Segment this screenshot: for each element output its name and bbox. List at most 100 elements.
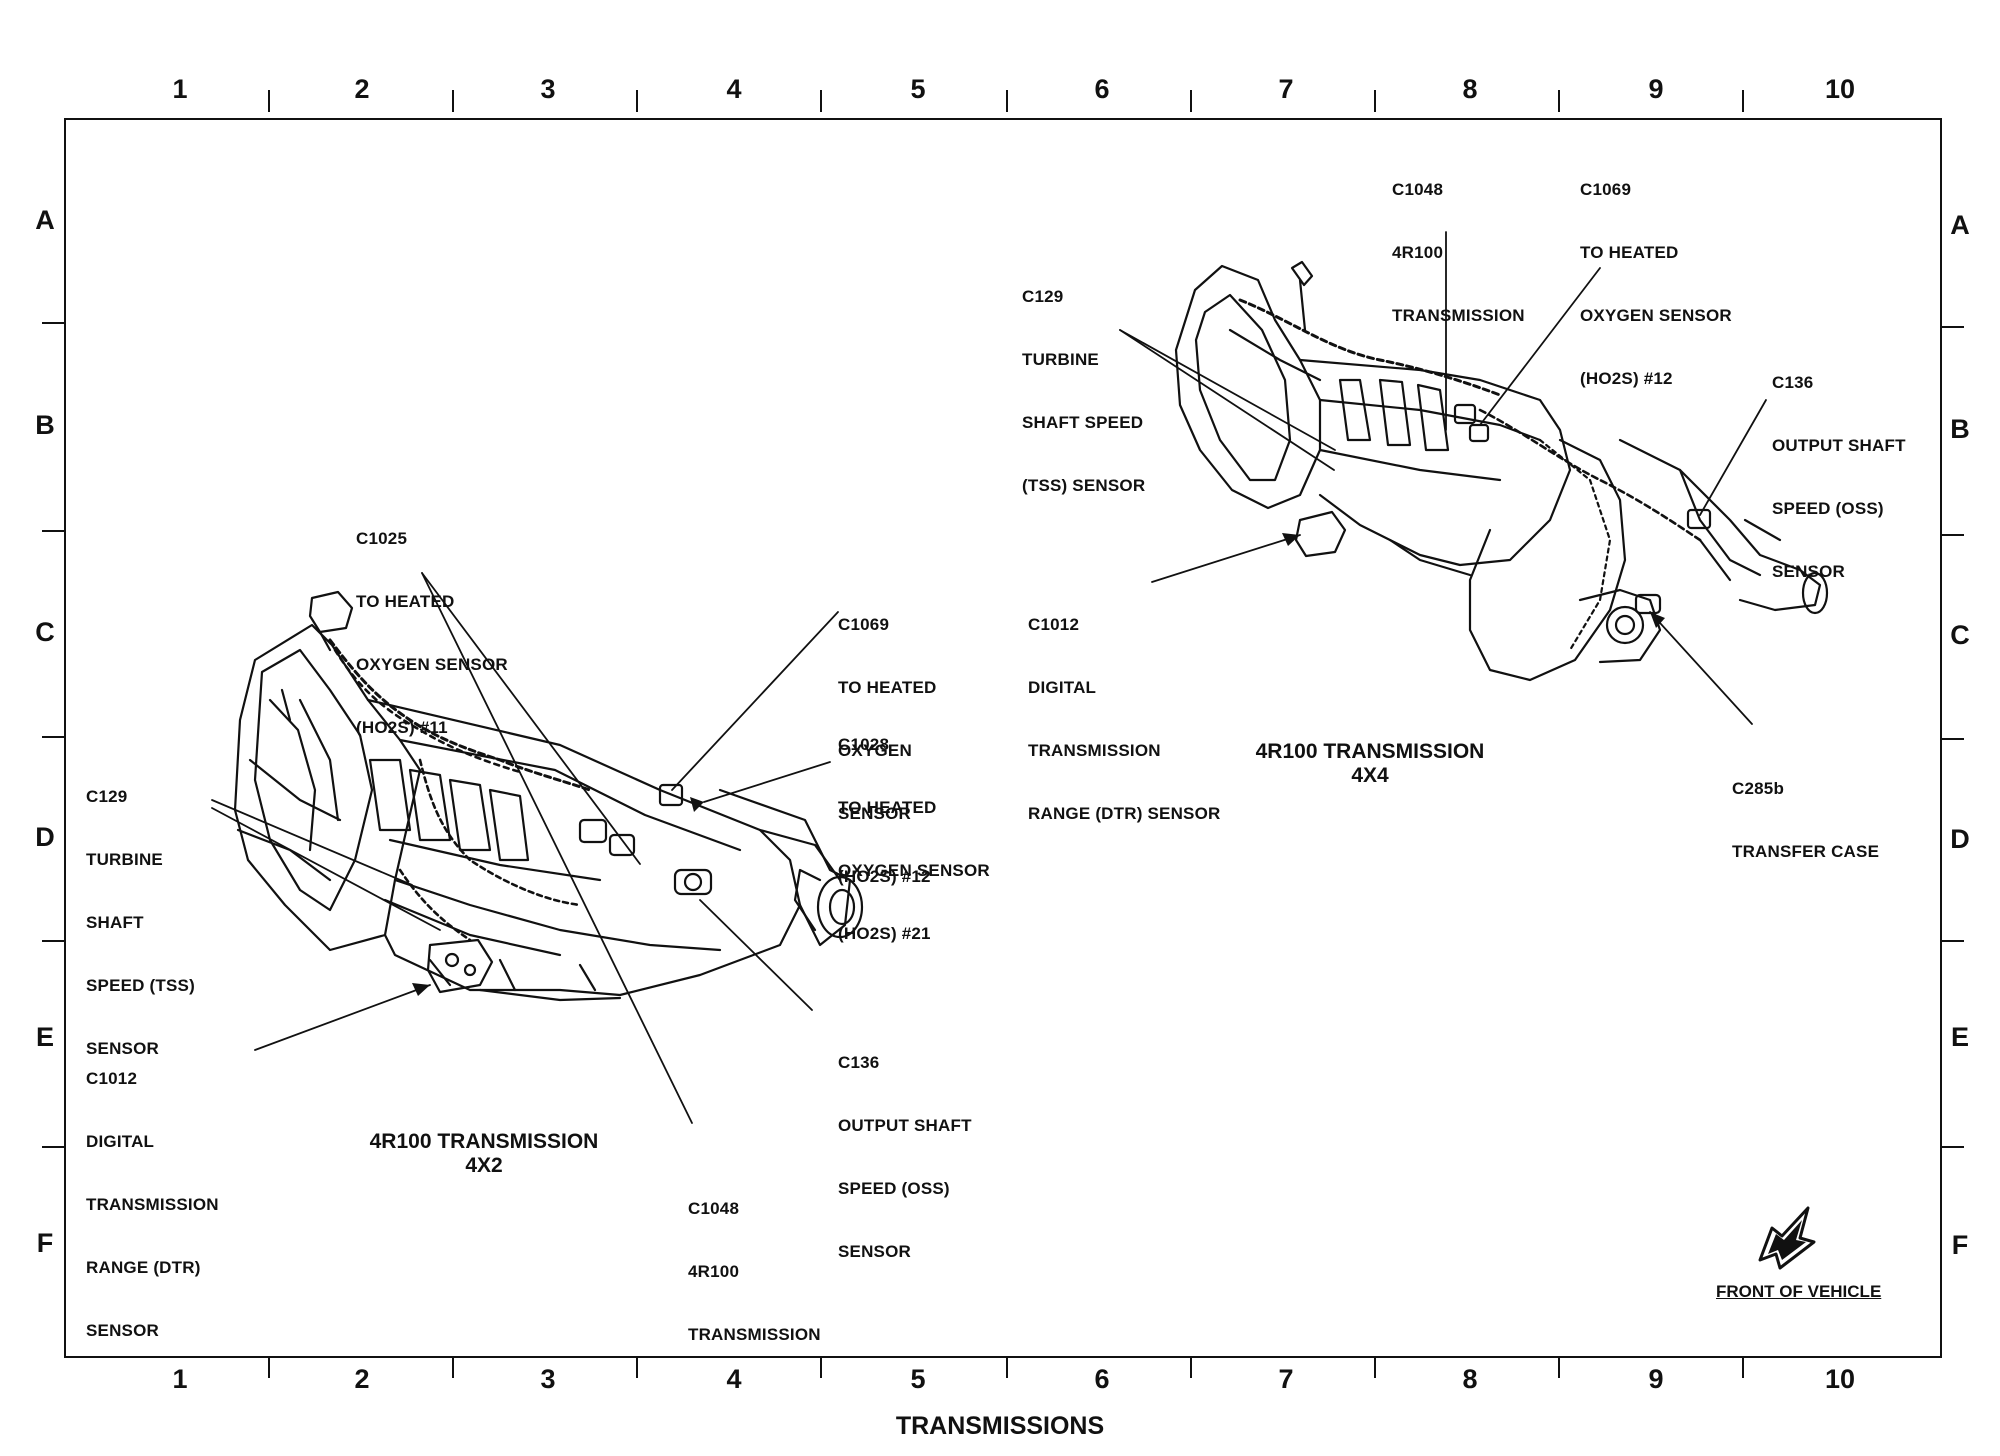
row-label-left: D <box>35 822 55 852</box>
tick <box>1374 1358 1376 1378</box>
row-label-right: B <box>1950 414 1970 444</box>
callout-line: TO HEATED <box>1580 243 1679 262</box>
callout-line: TRANSMISSION <box>86 1195 219 1214</box>
col-label-bottom: 6 <box>1094 1364 1110 1394</box>
callout-line: DIGITAL <box>86 1132 155 1151</box>
front-of-vehicle-label: FRONT OF VEHICLE <box>1716 1282 1882 1301</box>
callout-line: OUTPUT SHAFT <box>838 1116 972 1135</box>
callout-line: OXYGEN SENSOR <box>356 655 508 674</box>
tick <box>42 530 64 532</box>
callout-line: TRANSMISSION <box>688 1325 821 1344</box>
callout-line: OXYGEN <box>838 741 912 760</box>
col-label-top: 7 <box>1278 74 1294 104</box>
col-label-bottom: 5 <box>910 1364 926 1394</box>
col-label-bottom: 7 <box>1278 1364 1294 1394</box>
tick <box>42 736 64 738</box>
title-4x2-line1: 4R100 TRANSMISSION <box>369 1130 599 1153</box>
leader-lines-4x2 <box>211 572 839 1124</box>
tick <box>1742 1358 1744 1378</box>
callout-line: TO HEATED <box>356 592 455 611</box>
col-label-top: 4 <box>726 74 742 104</box>
col-label-bottom: 4 <box>726 1364 742 1394</box>
callout-line: (HO2S) #21 <box>838 924 931 943</box>
callout-4x4-c285b: C285b TRANSFER CASE <box>1732 736 1879 883</box>
tick <box>1374 90 1376 112</box>
callout-line: TO HEATED <box>838 678 937 697</box>
col-label-top: 8 <box>1462 74 1478 104</box>
tick <box>42 940 64 942</box>
col-label-bottom: 3 <box>540 1364 556 1394</box>
callout-line: SPEED (OSS) <box>838 1179 950 1198</box>
col-label-bottom: 1 <box>172 1364 188 1394</box>
tick <box>820 90 822 112</box>
col-label-bottom: 8 <box>1462 1364 1478 1394</box>
tick <box>452 90 454 112</box>
front-of-vehicle-arrow-icon <box>1758 1206 1816 1270</box>
callout-line: SHAFT SPEED <box>1022 413 1144 432</box>
row-label-right: C <box>1950 620 1970 650</box>
callout-line: SHAFT <box>86 913 144 932</box>
row-label-right: E <box>1950 1022 1969 1052</box>
callout-line: C1025 <box>356 529 408 548</box>
callout-line: TRANSMISSION <box>1392 306 1525 325</box>
callout-line: TURBINE <box>1022 350 1099 369</box>
callout-4x2-c136: C136 OUTPUT SHAFT SPEED (OSS) SENSOR <box>838 1010 972 1283</box>
callout-4x2-c1012: C1012 DIGITAL TRANSMISSION RANGE (DTR) S… <box>86 1026 219 1362</box>
col-label-bottom: 9 <box>1648 1364 1664 1394</box>
callout-line: DIGITAL <box>1028 678 1097 697</box>
title-4x2: 4R100 TRANSMISSION 4X2 <box>344 1130 624 1178</box>
tick <box>42 1146 64 1148</box>
row-label-left: E <box>35 1022 54 1052</box>
callout-line: (TSS) SENSOR <box>1022 476 1146 495</box>
row-label-right: D <box>1950 824 1970 854</box>
callout-4x4-c136: C136 OUTPUT SHAFT SPEED (OSS) SENSOR <box>1772 330 1906 603</box>
col-label-top: 3 <box>540 74 556 104</box>
callout-line: OXYGEN SENSOR <box>838 861 990 880</box>
leader-lines-4x4 <box>1119 231 1767 725</box>
callout-line: SENSOR <box>86 1321 159 1340</box>
row-label-left: C <box>35 617 55 647</box>
callout-4x4-c1069: C1069 TO HEATED OXYGEN SENSOR (HO2S) #12 <box>1580 137 1732 410</box>
callout-4x4-c1012: C1012 DIGITAL TRANSMISSION RANGE (DTR) S… <box>1028 572 1221 845</box>
callout-line: C129 <box>86 787 128 806</box>
tick <box>820 1358 822 1378</box>
col-label-top: 1 <box>172 74 188 104</box>
tick <box>1190 90 1192 112</box>
tick <box>636 90 638 112</box>
callout-line: SENSOR <box>838 804 911 823</box>
col-label-bottom: 10 <box>1824 1364 1856 1394</box>
callout-line: SENSOR <box>86 1039 159 1058</box>
callout-line: 4R100 <box>688 1262 740 1281</box>
callout-line: TO HEATED <box>838 798 937 817</box>
callout-line: OUTPUT SHAFT <box>1772 436 1906 455</box>
tick <box>1942 1146 1964 1148</box>
callout-line: C1048 <box>1392 180 1444 199</box>
col-label-top: 9 <box>1648 74 1664 104</box>
tick <box>1006 90 1008 112</box>
callout-line: C136 <box>838 1053 880 1072</box>
callout-line: TURBINE <box>86 850 163 869</box>
callout-line: SENSOR <box>838 1242 911 1261</box>
row-label-left: A <box>35 205 55 235</box>
callout-line: RANGE (DTR) <box>86 1258 201 1277</box>
tick <box>1942 738 1964 740</box>
tick <box>268 90 270 112</box>
callout-line: TRANSMISSION <box>1028 741 1161 760</box>
callout-line: C285b <box>1732 779 1785 798</box>
callout-4x2-c1025: C1025 TO HEATED OXYGEN SENSOR (HO2S) #11 <box>356 486 508 759</box>
callout-line: C136 <box>1772 373 1814 392</box>
tick <box>636 1358 638 1378</box>
callout-4x2-c1048: C1048 4R100 TRANSMISSION <box>688 1156 821 1366</box>
callout-line: 4R100 <box>1392 243 1444 262</box>
callout-line: SPEED (TSS) <box>86 976 195 995</box>
col-label-top: 6 <box>1094 74 1110 104</box>
tick <box>1190 1358 1192 1378</box>
transmission-4x2-illustration <box>233 590 864 1002</box>
callout-line: (HO2S) #12 <box>1580 369 1673 388</box>
page-title: TRANSMISSIONS <box>895 1412 1105 1440</box>
tick <box>1942 940 1964 942</box>
diagram-frame <box>64 118 1942 1358</box>
callout-line: (HO2S) #12 <box>838 867 931 886</box>
callout-line: C1012 <box>1028 615 1080 634</box>
